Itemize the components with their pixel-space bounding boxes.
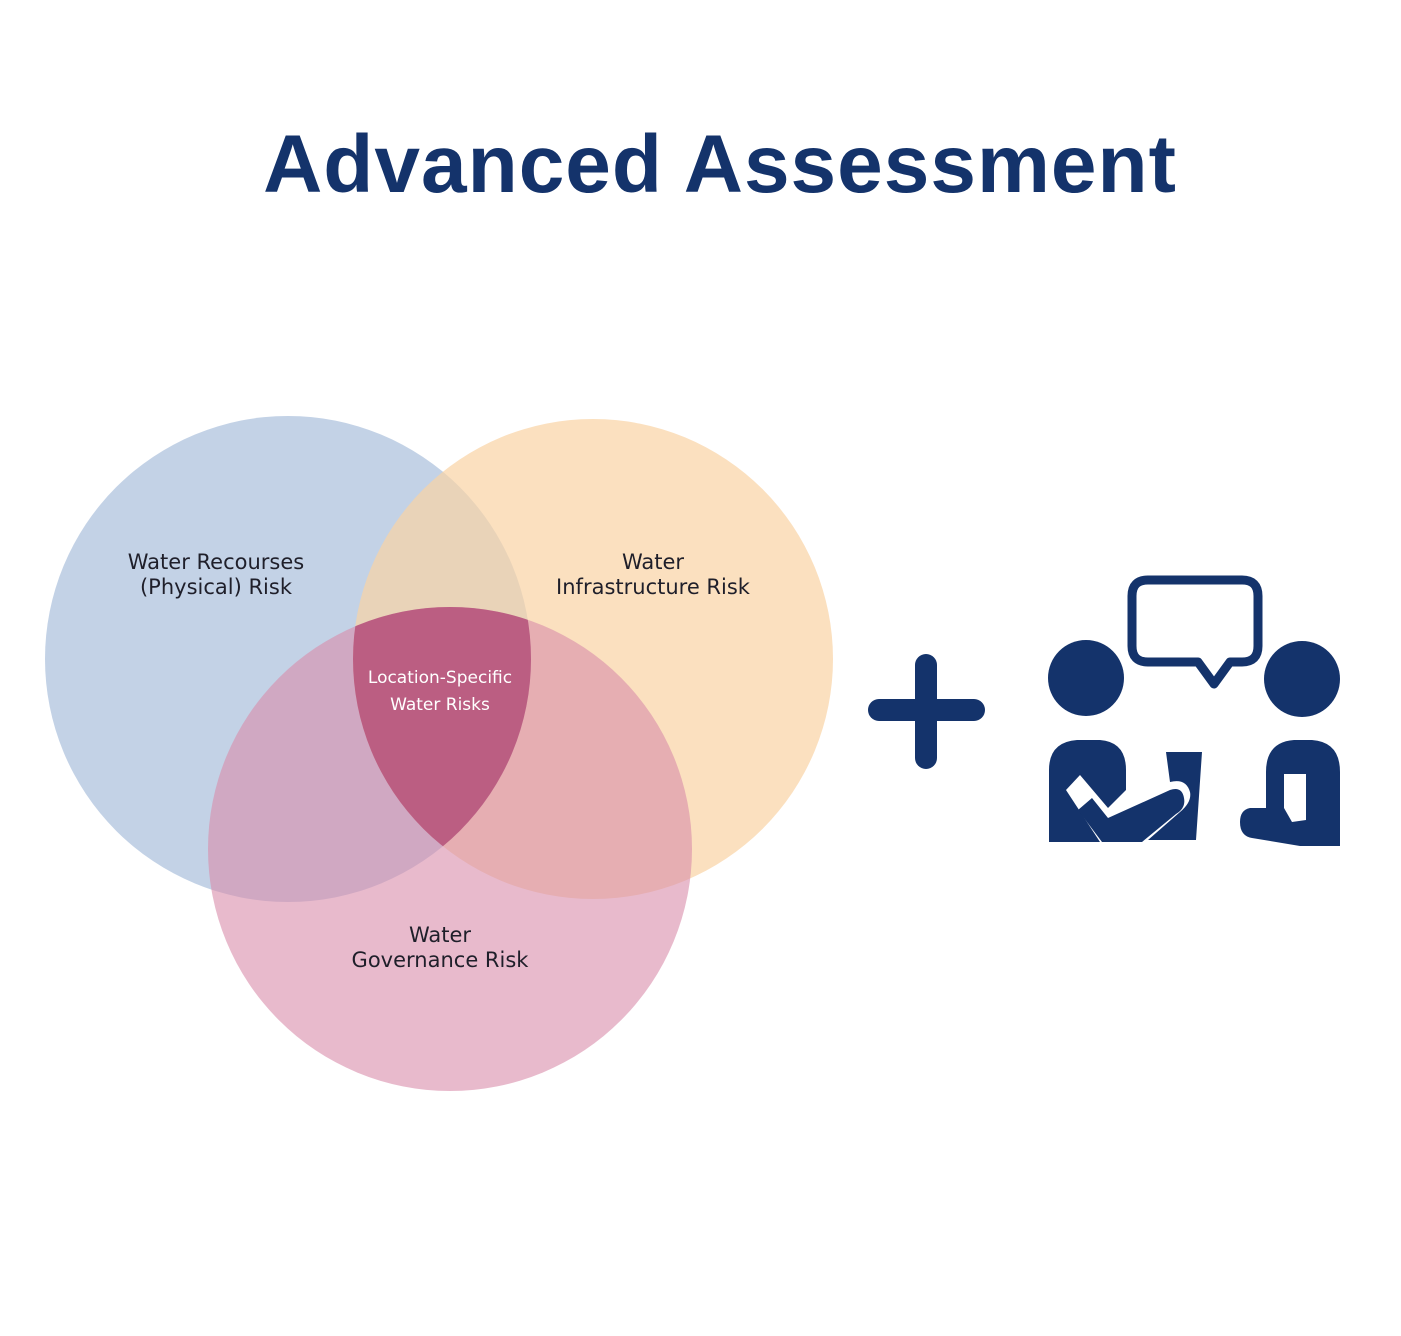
- plus-icon: [868, 654, 985, 769]
- clipboard-icon: [1148, 752, 1202, 840]
- venn-label-governance-line1: Water: [409, 923, 471, 947]
- venn-label-center-line2: Water Risks: [390, 695, 490, 715]
- person-right-body-icon: [1240, 740, 1340, 846]
- venn-label-physical-line1: Water Recourses: [128, 550, 304, 574]
- venn-label-governance-line2: Governance Risk: [352, 948, 530, 972]
- speech-bubble-icon: [1127, 575, 1263, 689]
- consultation-icon: [1048, 575, 1340, 846]
- venn-label-physical-line2: (Physical) Risk: [140, 575, 293, 599]
- person-right-head-icon: [1264, 641, 1340, 717]
- venn-label-infrastructure-line1: Water: [622, 550, 684, 574]
- person-left-head-icon: [1048, 640, 1124, 716]
- page-title: Advanced Assessment: [263, 119, 1177, 210]
- person-left-body-icon: [1049, 740, 1126, 842]
- venn-label-center-line1: Location-Specific: [368, 668, 512, 688]
- venn-label-infrastructure-line2: Infrastructure Risk: [556, 575, 751, 599]
- venn-circle-governance: [208, 607, 692, 1091]
- person-left-arm-icon: [1078, 789, 1185, 842]
